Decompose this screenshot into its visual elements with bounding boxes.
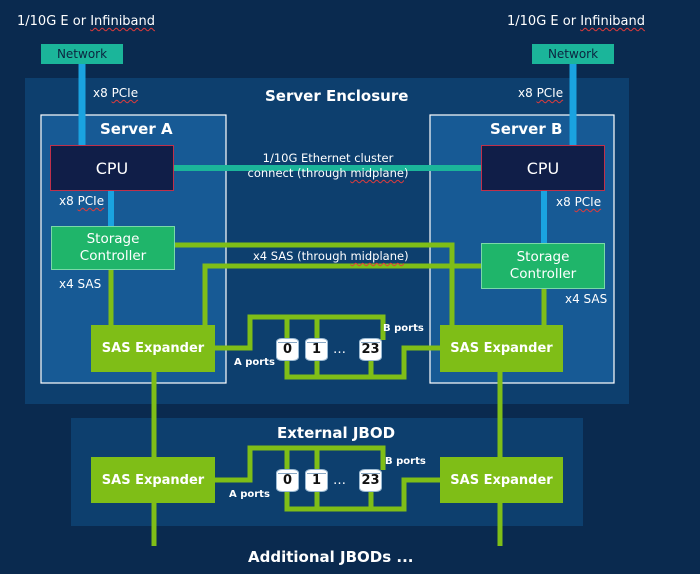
storage-controller-b-line1: Storage bbox=[516, 249, 570, 265]
sas-link-label-b: x4 SAS bbox=[565, 292, 608, 306]
external-jbod-title: External JBOD bbox=[277, 424, 396, 442]
jbod-b-ports-label: B ports bbox=[385, 456, 426, 467]
sas-expander-jbod-left: SAS Expander bbox=[91, 457, 215, 503]
link-type-label-right: 1/10G E or Infiniband bbox=[507, 14, 646, 29]
enclosure-a-port-links bbox=[215, 314, 386, 351]
jbod-disk-1: 1 bbox=[305, 469, 328, 492]
sas-midplane-label: x4 SAS (through midplane) bbox=[253, 249, 409, 263]
server-enclosure-title: Server Enclosure bbox=[265, 87, 409, 105]
sas-link-controller-b-expander-a bbox=[202, 263, 482, 325]
ethernet-cluster-label: 1/10G Ethernet cluster connect (through … bbox=[228, 151, 428, 181]
jbod-a-port-links bbox=[215, 445, 386, 483]
pcie-label-server-a: x8 PCIe bbox=[59, 194, 105, 208]
jbod-b-port-links bbox=[284, 477, 440, 512]
jbod-disk-0: 0 bbox=[276, 469, 299, 492]
storage-controller-b-line2: Controller bbox=[509, 266, 577, 282]
additional-jbods-label: Additional JBODs ... bbox=[248, 548, 414, 566]
storage-controller-a-line2: Controller bbox=[79, 248, 147, 264]
enclosure-disk-0: 0 bbox=[276, 338, 299, 361]
cpu-b: CPU bbox=[481, 145, 605, 191]
network-box-left: Network bbox=[41, 44, 123, 64]
pcie-label-network-right: x8 PCIe bbox=[518, 86, 564, 100]
enclosure-disk-1: 1 bbox=[305, 338, 328, 361]
ethernet-cluster-label-line1: 1/10G Ethernet cluster bbox=[262, 151, 394, 165]
cpu-a: CPU bbox=[50, 145, 174, 191]
jbod-disk-ellipsis: … bbox=[333, 473, 346, 488]
pcie-label-server-b: x8 PCIe bbox=[556, 195, 602, 209]
enclosure-disk-23: 23 bbox=[359, 338, 382, 361]
sas-expander-jbod-right: SAS Expander bbox=[440, 457, 563, 503]
sas-link-controller-a-expander-b bbox=[174, 242, 455, 325]
link-type-label-left: 1/10G E or Infiniband bbox=[17, 14, 156, 29]
pcie-label-network-left: x8 PCIe bbox=[93, 86, 139, 100]
jbod-disk-23: 23 bbox=[359, 469, 382, 492]
server-b-title: Server B bbox=[490, 120, 563, 138]
ethernet-cluster-label-line2: connect (through midplane) bbox=[247, 166, 409, 180]
sas-link-label-a: x4 SAS bbox=[59, 277, 102, 291]
enclosure-disk-ellipsis: … bbox=[333, 342, 346, 357]
storage-controller-a-line1: Storage bbox=[86, 231, 140, 247]
enclosure-b-ports-label: B ports bbox=[383, 323, 424, 334]
jbod-a-ports-label: A ports bbox=[229, 489, 270, 500]
sas-expander-server-a: SAS Expander bbox=[91, 325, 215, 372]
enclosure-b-port-links bbox=[284, 345, 440, 380]
enclosure-a-ports-label: A ports bbox=[234, 357, 275, 368]
server-a-title: Server A bbox=[100, 120, 173, 138]
network-box-right: Network bbox=[532, 44, 614, 64]
sas-expander-server-b: SAS Expander bbox=[440, 325, 563, 372]
